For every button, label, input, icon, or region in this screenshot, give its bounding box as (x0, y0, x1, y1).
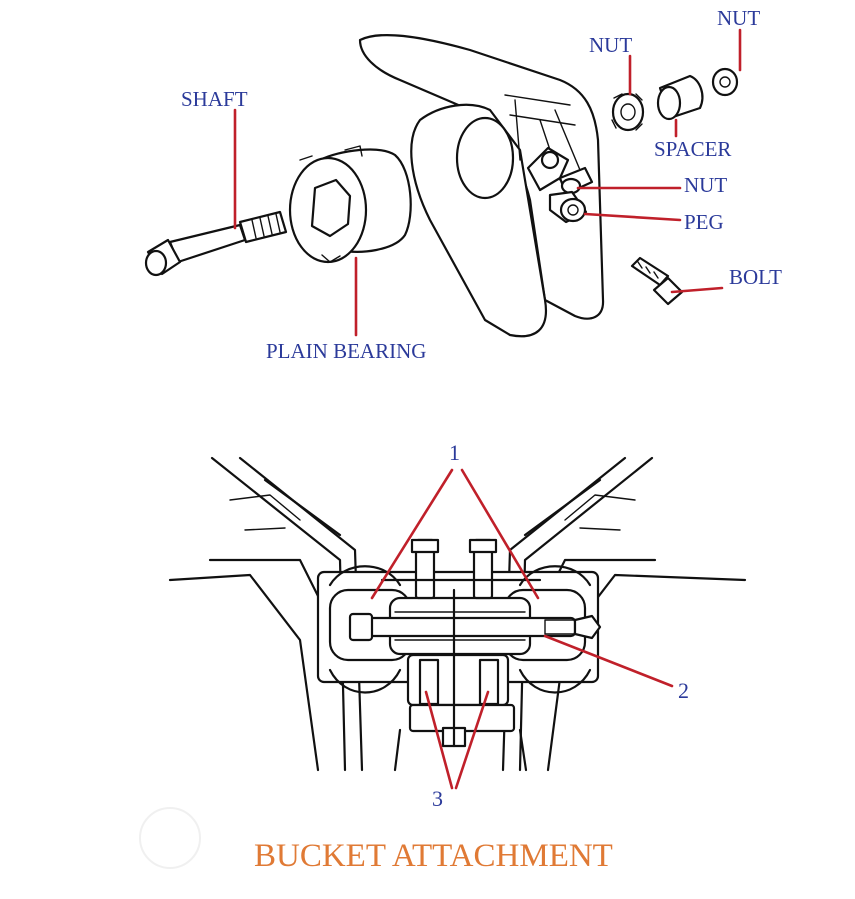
nut-lower-label: NUT (684, 173, 727, 197)
shaft (144, 210, 288, 277)
spacer-label: SPACER (654, 137, 731, 161)
bolt-label: BOLT (729, 265, 782, 289)
arm-bracket (358, 33, 605, 338)
callout-2: 2 (678, 678, 689, 703)
left-boom-arm (168, 456, 364, 772)
nut-right-label: NUT (717, 6, 760, 30)
nut-left-part (611, 92, 645, 132)
faint-circle-mark (139, 807, 201, 869)
callout-1: 1 (449, 440, 460, 465)
diagram-title: BUCKET ATTACHMENT (254, 838, 613, 874)
bottom-assembly-view: 1 2 3 (168, 440, 747, 811)
peg-assembly (526, 146, 594, 224)
bottom-leaders (370, 468, 674, 790)
lower-peg-block (393, 588, 528, 772)
shaft-label: SHAFT (181, 87, 248, 111)
through-shaft (348, 612, 602, 642)
top-bolts (380, 538, 542, 600)
nut-right-part (711, 67, 739, 97)
plain-bearing (288, 145, 412, 264)
top-leaders (233, 28, 742, 337)
top-exploded-view: SHAFT PLAIN BEARING NUT NUT SPACER NUT P… (144, 6, 782, 363)
peg-label: PEG (684, 210, 724, 234)
callout-3: 3 (432, 786, 443, 811)
bolt-part (630, 256, 684, 306)
plain-bearing-label: PLAIN BEARING (266, 339, 426, 363)
nut-left-label: NUT (589, 33, 632, 57)
spacer-part (656, 74, 704, 121)
